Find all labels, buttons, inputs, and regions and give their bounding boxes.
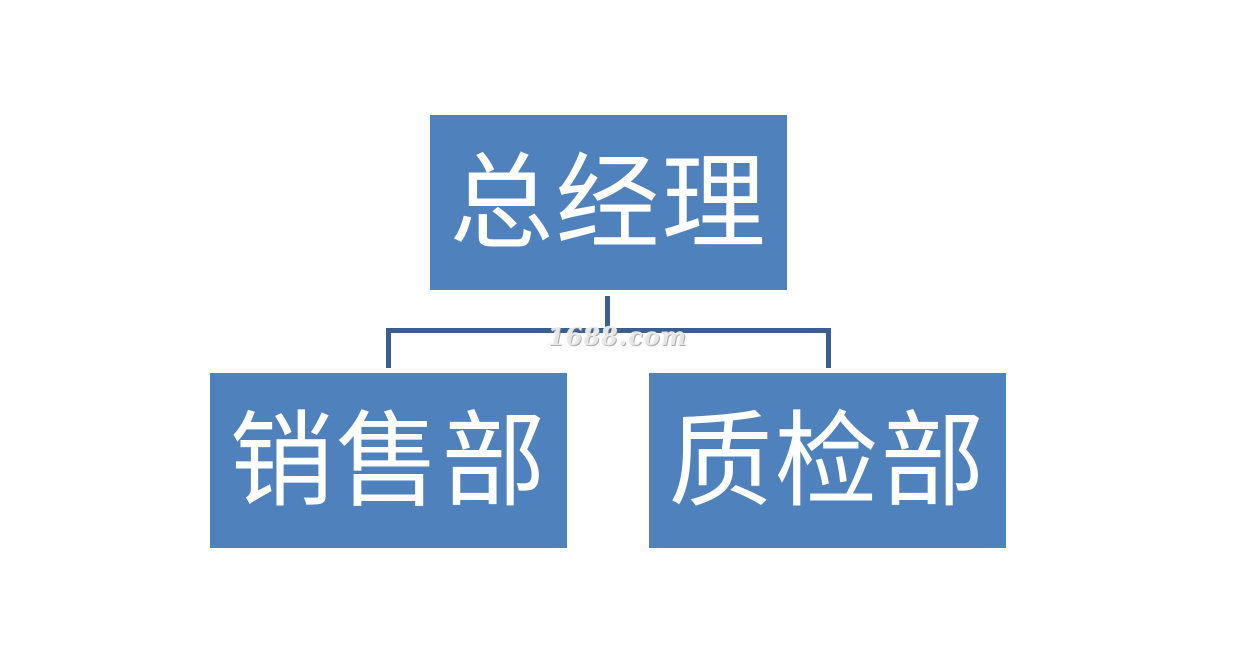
org-node-label: 总经理 bbox=[449, 141, 768, 264]
org-node-label: 销售部 bbox=[229, 399, 548, 522]
org-node-sales-department: 销售部 bbox=[210, 373, 567, 548]
connector-root-down bbox=[605, 296, 610, 333]
connector-right-drop bbox=[826, 328, 831, 368]
org-node-quality-inspection-department: 质检部 bbox=[649, 373, 1006, 548]
org-node-general-manager: 总经理 bbox=[430, 115, 787, 290]
connector-left-drop bbox=[386, 328, 391, 368]
connector-horizontal-bar bbox=[386, 328, 831, 333]
org-node-label: 质检部 bbox=[668, 399, 987, 522]
watermark: 1688.com bbox=[548, 322, 688, 351]
